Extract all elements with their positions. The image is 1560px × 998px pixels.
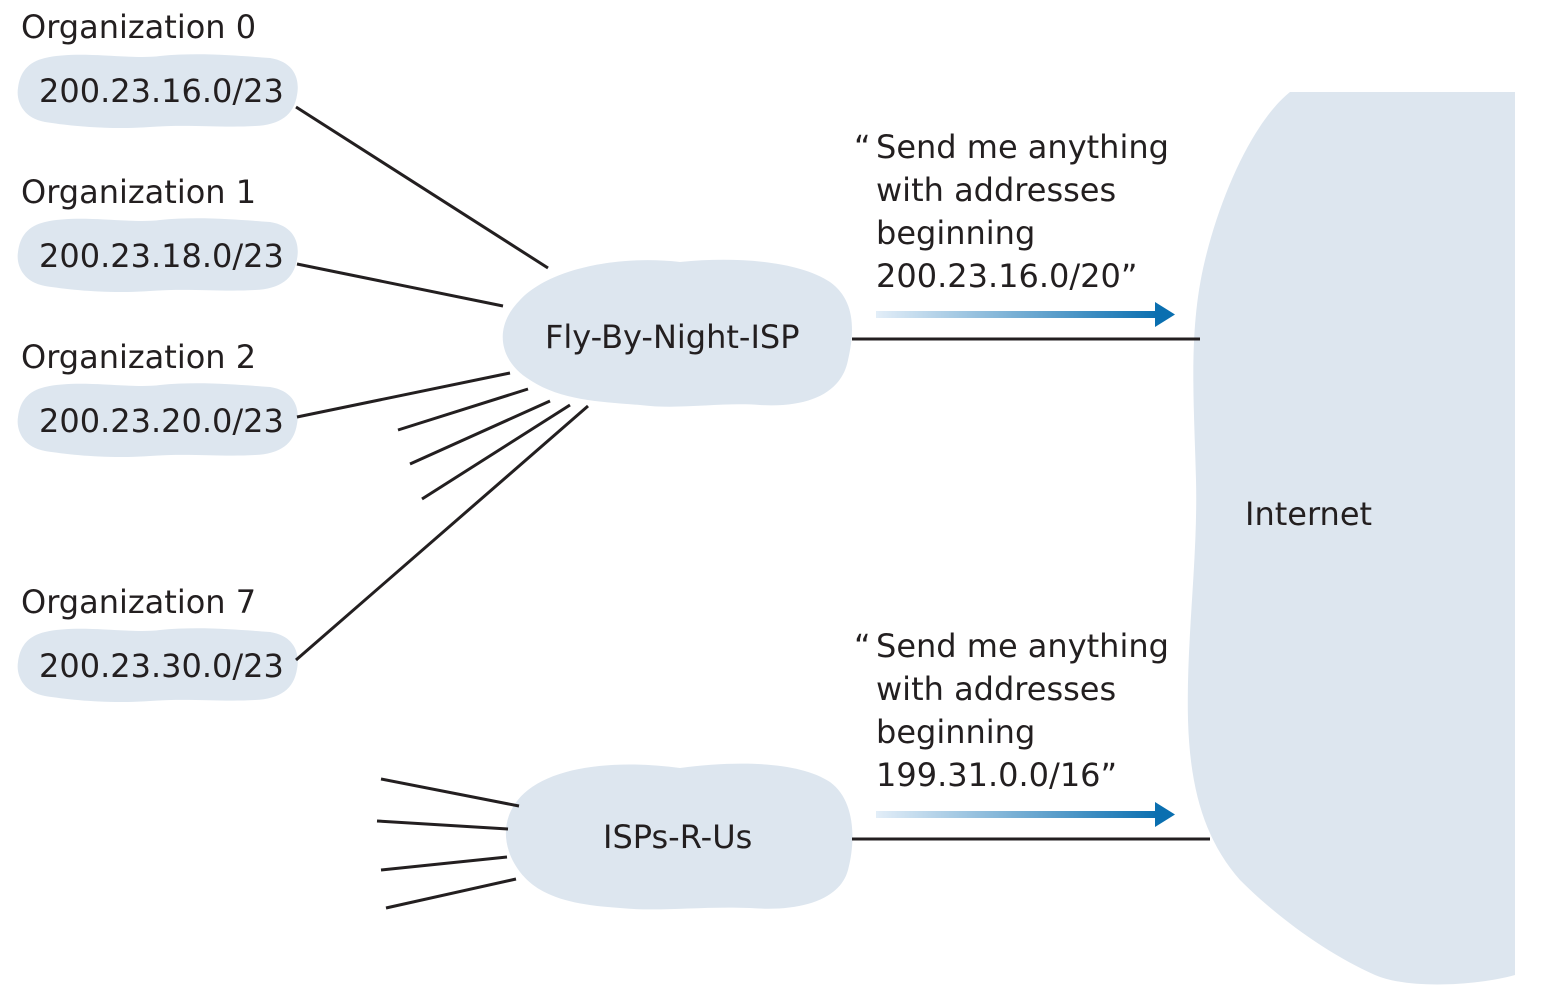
org-7-prefix: 200.23.30.0/23: [39, 647, 284, 685]
advertisement-arrow-2: [876, 802, 1175, 827]
isps-r-us-cloud: [505, 763, 853, 910]
org-1-cloud: [17, 218, 298, 293]
org-0-link: [295, 105, 549, 270]
ann-line: with addresses: [876, 670, 1117, 708]
org-2-link: [296, 371, 511, 419]
isps-r-us-link-4: [385, 877, 517, 910]
org-1-prefix: 200.23.18.0/23: [39, 237, 284, 275]
fly-by-night-isp-label: Fly-By-Night-ISP: [545, 318, 800, 356]
extra-link-c: [421, 403, 571, 501]
ann-line: Send me anything: [876, 128, 1169, 166]
org-2-cloud: [17, 383, 298, 458]
isps-r-us-link-3: [380, 855, 508, 872]
internet-label: Internet: [1245, 495, 1373, 533]
org-0-prefix: 200.23.16.0/23: [39, 72, 284, 110]
org-2-prefix: 200.23.20.0/23: [39, 402, 284, 440]
ann-line: Send me anything: [876, 627, 1169, 665]
open-quote: “: [854, 627, 871, 665]
advertisement-text-2: “ Send me anything with addresses beginn…: [854, 625, 1169, 797]
org-7-link: [295, 404, 589, 662]
isps-r-us-link-1: [380, 777, 520, 808]
internet-cloud: [1187, 92, 1515, 985]
ann-line: beginning: [876, 214, 1036, 252]
ann-line: beginning: [876, 713, 1036, 751]
extra-link-b: [409, 399, 551, 466]
org-7-name: Organization 7: [21, 583, 257, 621]
advertisement-arrow-1: [876, 302, 1175, 327]
open-quote: “: [854, 128, 871, 166]
org-7-cloud: [17, 628, 298, 703]
fly-by-night-isp-cloud: [502, 259, 853, 407]
org-0-name: Organization 0: [21, 8, 257, 46]
extra-link-a: [397, 387, 529, 432]
isps-r-us-link-2: [376, 819, 509, 831]
ann-line: 200.23.16.0/20”: [876, 257, 1138, 295]
ann-line: with addresses: [876, 171, 1117, 209]
org-0-cloud: [17, 54, 298, 129]
org-2-name: Organization 2: [21, 338, 257, 376]
ann-line: 199.31.0.0/16”: [876, 756, 1118, 794]
isps-r-us-label: ISPs-R-Us: [603, 818, 753, 856]
org-1-link: [296, 262, 504, 308]
advertisement-text-1: “ Send me anything with addresses beginn…: [854, 126, 1169, 298]
org-1-name: Organization 1: [21, 173, 257, 211]
